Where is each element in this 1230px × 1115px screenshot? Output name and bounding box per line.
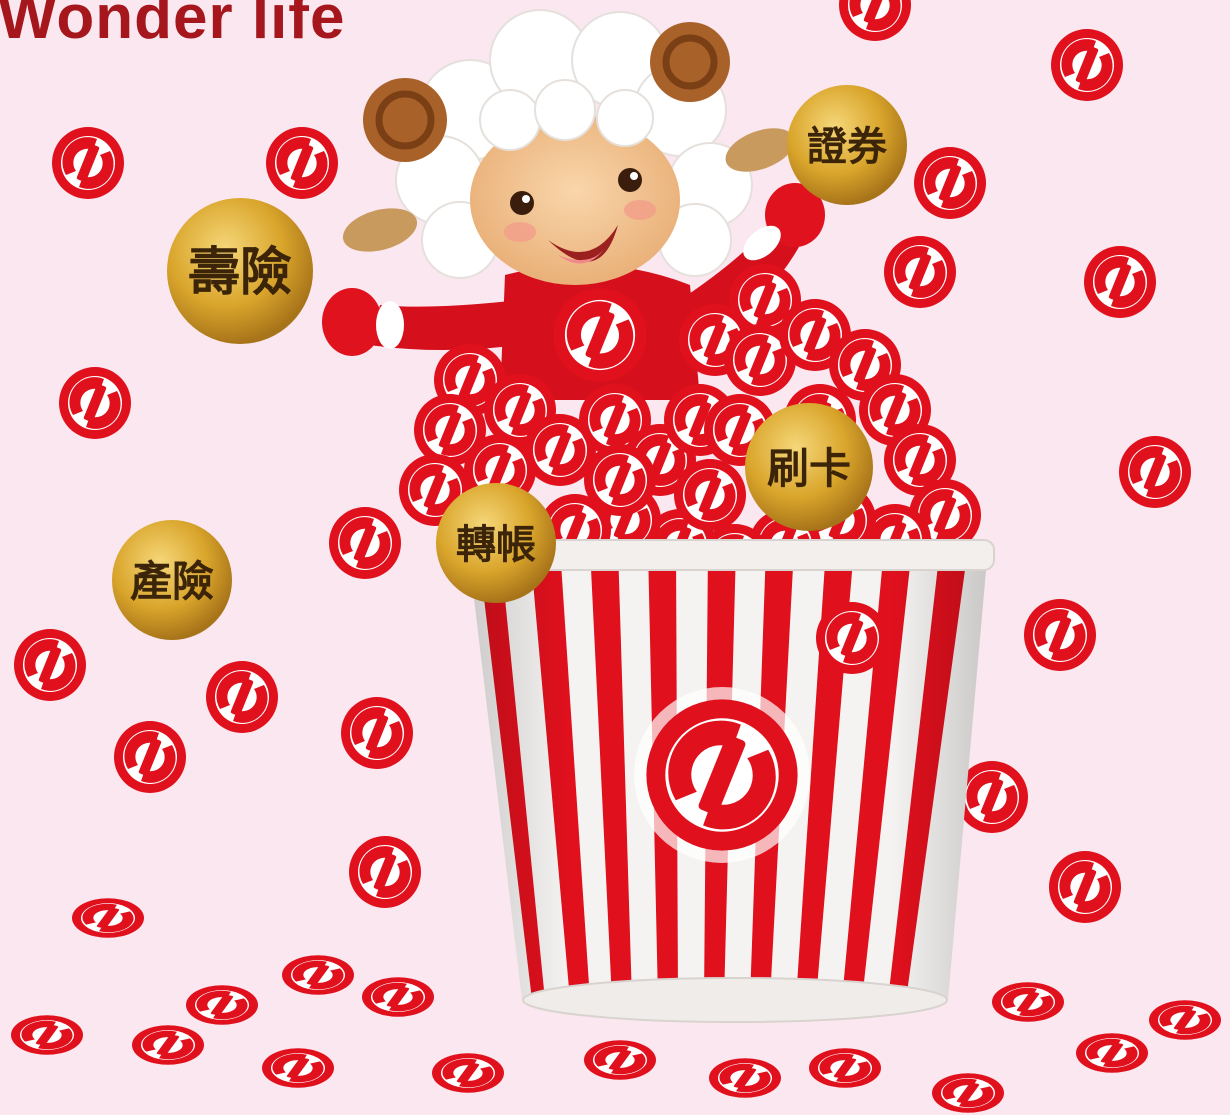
badge-property-insurance: 產險 (112, 520, 232, 640)
badge-life-insurance: 壽險 (167, 198, 313, 344)
sheep-mascot-icon (322, 9, 825, 400)
badge-life-insurance-label: 壽險 (188, 243, 292, 303)
headline: Wonder life (0, 0, 346, 52)
badge-transfer: 轉帳 (436, 483, 556, 603)
badge-property-insurance-label: 產險 (130, 557, 214, 606)
popcorn-bucket-icon (457, 539, 995, 1023)
badge-card-payment-label: 刷卡 (767, 444, 851, 493)
badge-transfer-label: 轉帳 (456, 522, 536, 568)
badge-securities: 證券 (787, 85, 907, 205)
badge-card-payment: 刷卡 (745, 403, 873, 531)
badge-securities-label: 證券 (807, 124, 888, 170)
